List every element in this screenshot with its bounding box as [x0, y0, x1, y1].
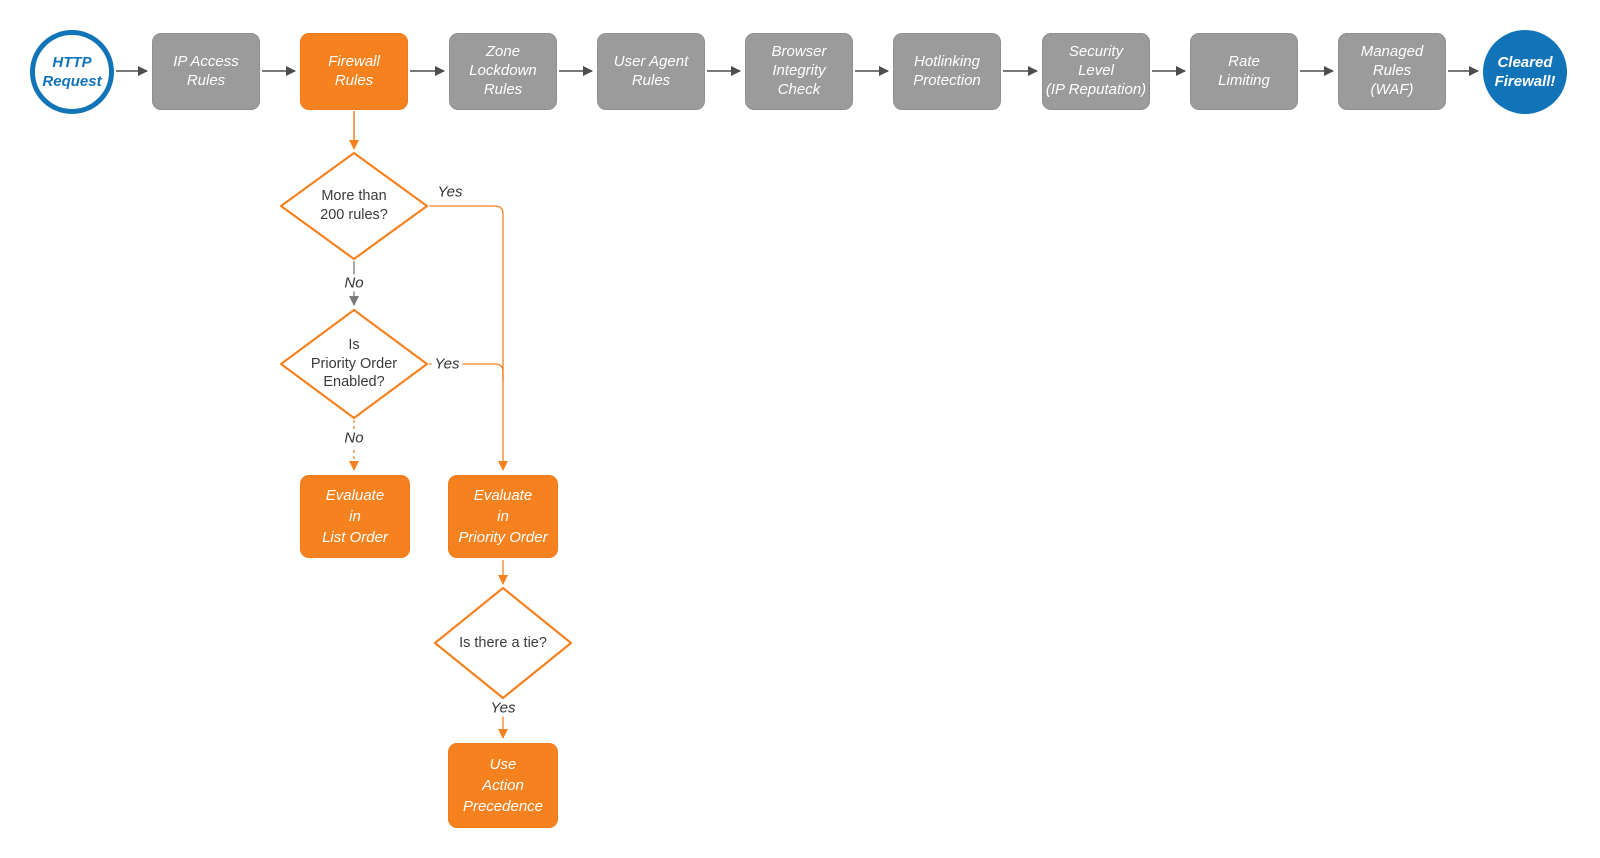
step-rate-limiting: Rate Limiting	[1190, 33, 1298, 110]
decision-label: Is Priority Order Enabled?	[310, 336, 398, 391]
node-label: Browser Integrity Check	[771, 43, 827, 98]
action-use-action-precedence: Use Action Precedence	[448, 743, 558, 828]
action-evaluate-in-priority-order: Evaluate in Priority Order	[448, 475, 558, 558]
decision-priority-order-enabled: Is Priority Order Enabled?	[284, 312, 424, 416]
node-label: Firewall Rules	[328, 52, 380, 89]
step-firewall-rules: Firewall Rules	[300, 33, 408, 110]
node-label: Evaluate in Priority Order	[458, 487, 548, 546]
node-cleared-firewall: Cleared Firewall!	[1483, 30, 1567, 114]
edge-label-decision1-yes: Yes	[437, 183, 463, 201]
action-evaluate-in-list-order: Evaluate in List Order	[300, 475, 410, 558]
edge-label-tie-yes: Yes	[487, 699, 519, 717]
node-label: Security Level (IP Reputation)	[1045, 43, 1147, 98]
edge-label-decision2-yes: Yes	[431, 355, 463, 373]
edge-decision1-yes-to-priority-order	[429, 205, 508, 471]
step-user-agent-rules: User Agent Rules	[597, 33, 705, 110]
step-hotlinking-protection: Hotlinking Protection	[893, 33, 1001, 110]
node-label: Rate Limiting	[1218, 52, 1270, 89]
step-browser-integrity-check: Browser Integrity Check	[745, 33, 853, 110]
decision-label: More than 200 rules?	[320, 188, 388, 223]
node-http-request: HTTP Request	[30, 30, 114, 114]
step-zone-lockdown-rules: Zone Lockdown Rules	[449, 33, 557, 110]
step-ip-access-rules: IP Access Rules	[152, 33, 260, 110]
decision-label: Is there a tie?	[459, 634, 547, 651]
node-label: HTTP Request	[42, 53, 102, 91]
node-label: Zone Lockdown Rules	[469, 43, 537, 98]
decision-diamond-is-there-a-tie	[433, 586, 573, 700]
edge-label-decision1-no: No	[341, 274, 367, 292]
decision-more-than-200-rules: More than 200 rules?	[284, 156, 424, 256]
node-label: User Agent Rules	[613, 52, 689, 89]
node-label: Hotlinking Protection	[913, 52, 981, 89]
node-label: Evaluate in List Order	[322, 487, 388, 546]
decision-diamond-priority-order-enabled	[279, 308, 429, 420]
step-managed-rules-waf: Managed Rules (WAF)	[1338, 33, 1446, 110]
node-label: IP Access Rules	[173, 52, 239, 89]
node-label: Managed Rules (WAF)	[1360, 43, 1424, 98]
edge-decision2-yes-merge	[429, 363, 504, 382]
decision-diamond-more-than-200-rules	[279, 151, 429, 261]
node-label: Use Action Precedence	[462, 756, 544, 815]
decision-is-there-a-tie: Is there a tie?	[438, 591, 568, 695]
step-security-level-ip-reputation: Security Level (IP Reputation)	[1042, 33, 1150, 110]
edge-label-decision2-no: No	[341, 429, 367, 447]
node-label: Cleared Firewall!	[1494, 53, 1556, 91]
